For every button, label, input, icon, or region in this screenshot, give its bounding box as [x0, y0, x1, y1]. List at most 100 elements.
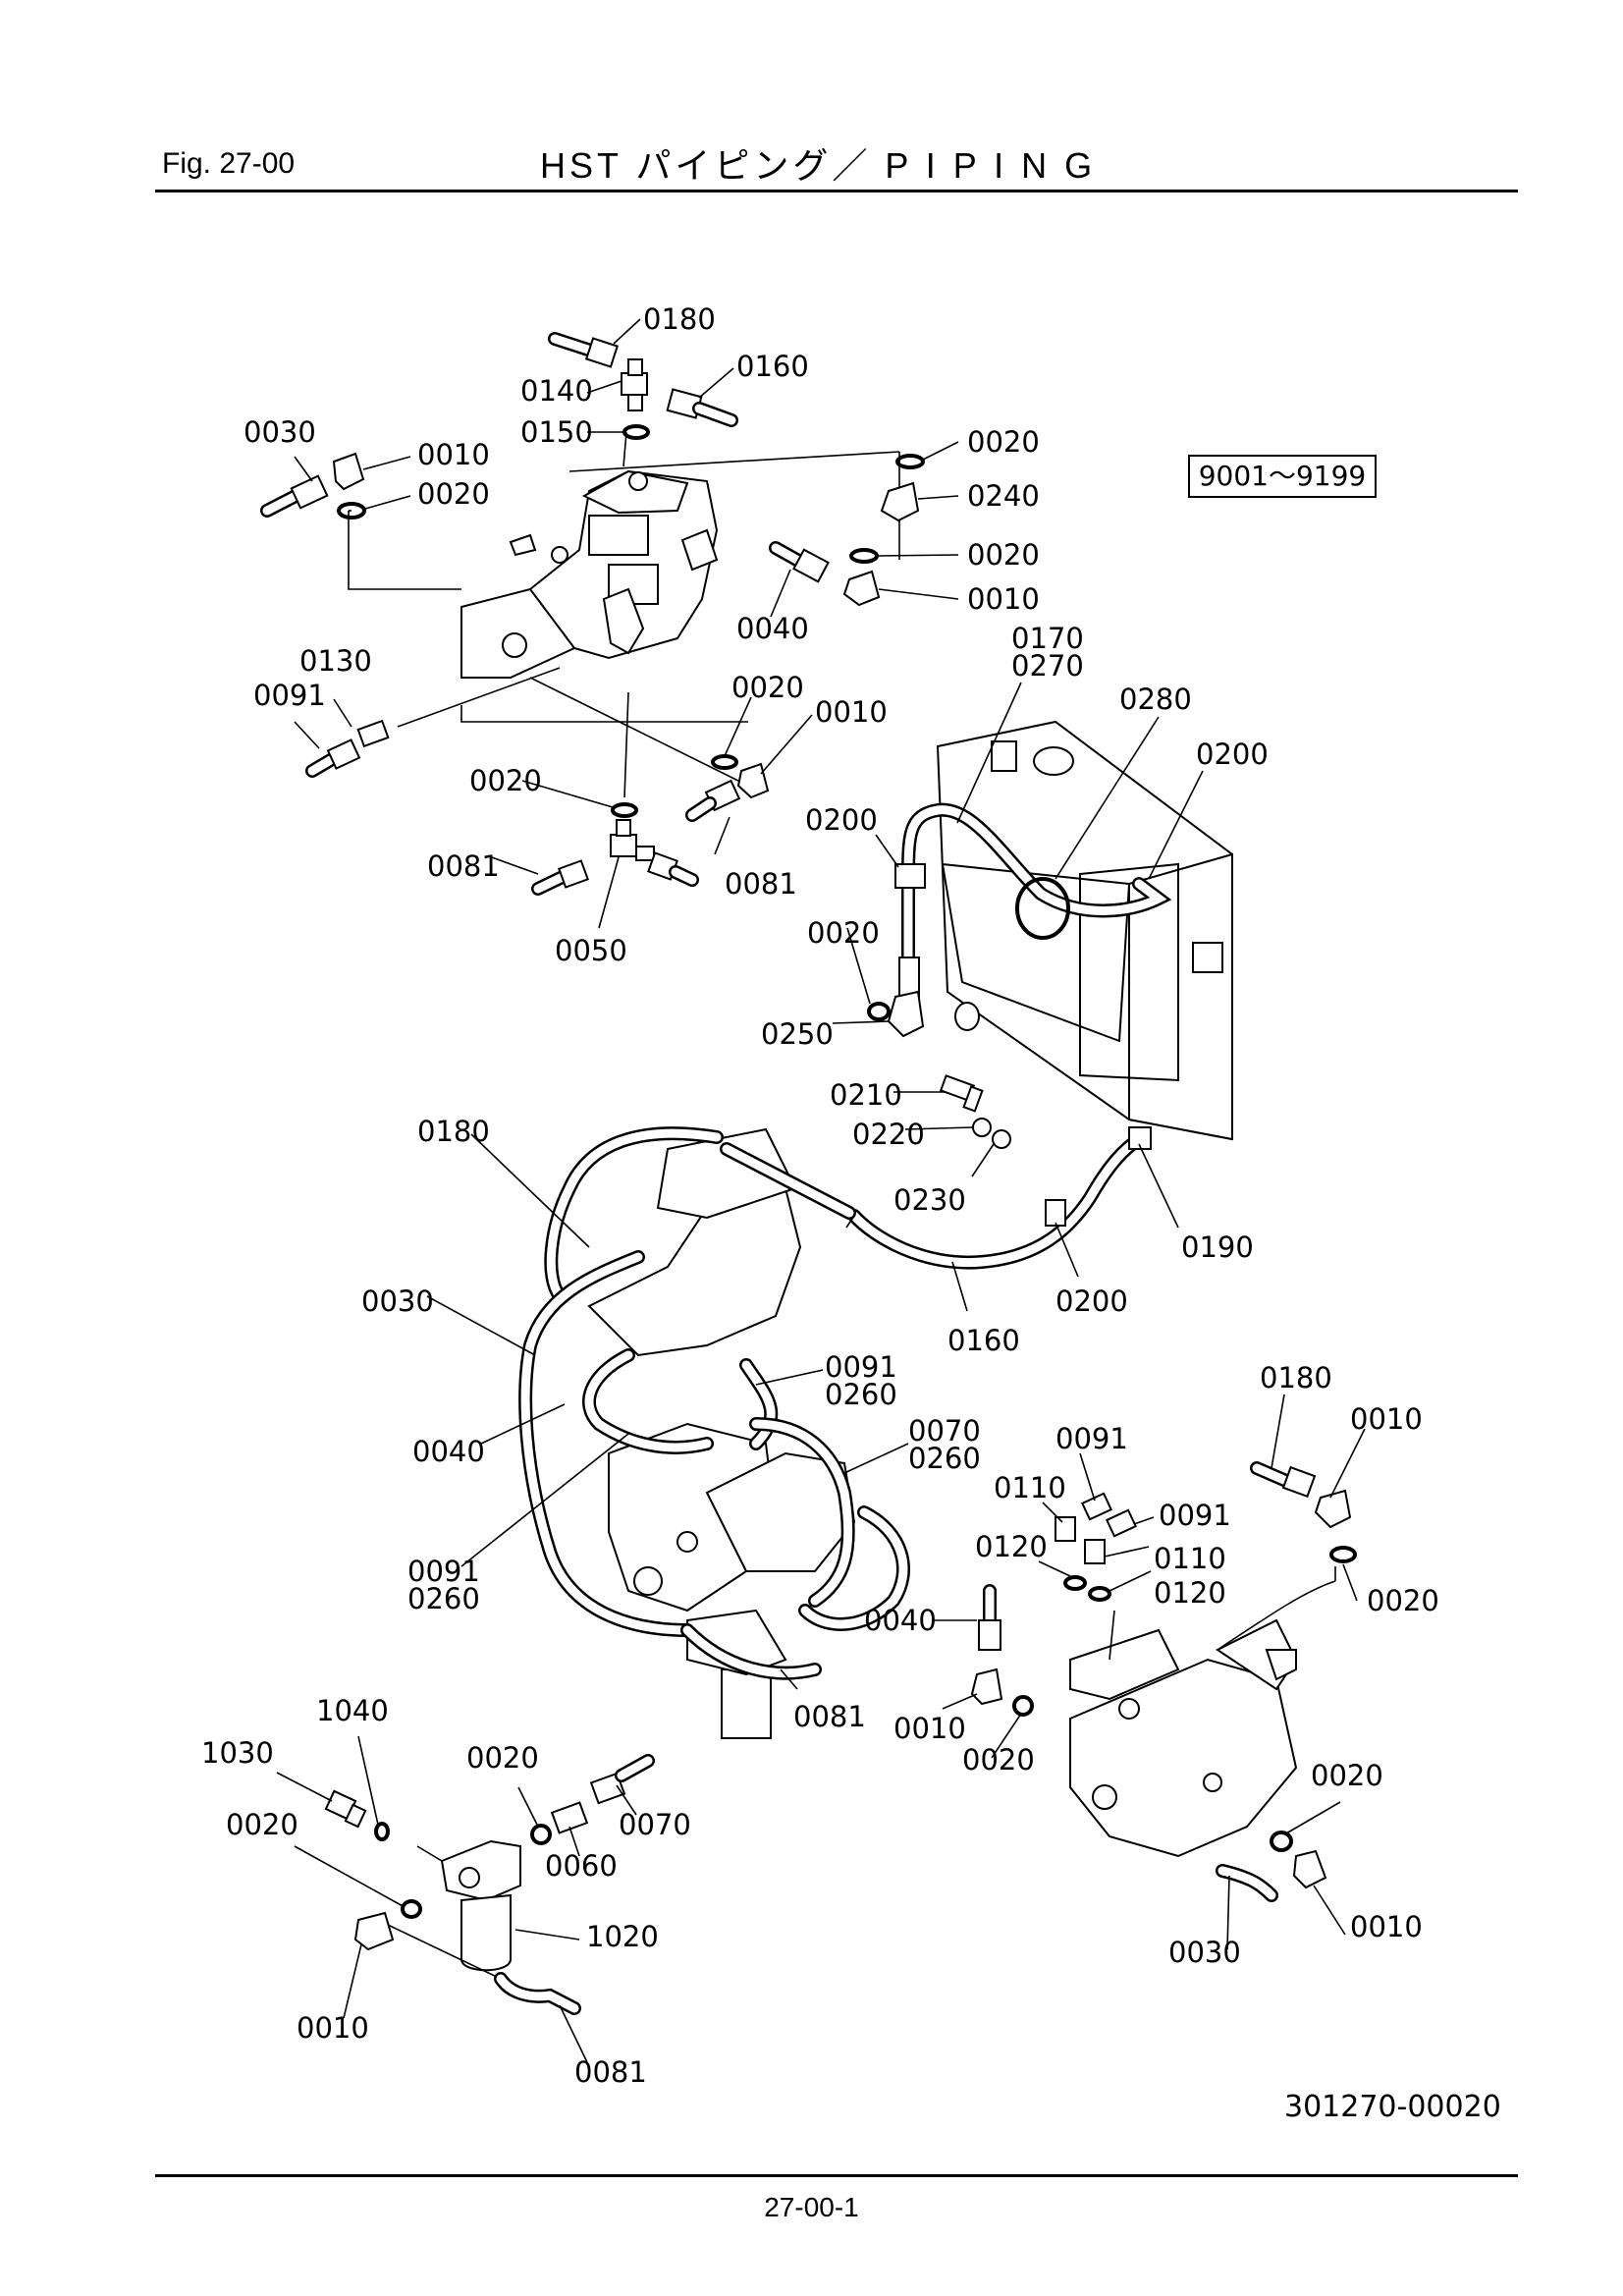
elbow-fitting-0010-upper-left: [332, 452, 365, 491]
hose-end-0030-lower: [1216, 1864, 1278, 1902]
leader-lines: [276, 318, 1366, 2063]
callout-0030: 0030: [1168, 1936, 1241, 1969]
callout-0180: 0180: [417, 1115, 490, 1148]
adapter-0110: [1055, 1516, 1106, 1564]
reference-line: [460, 705, 748, 723]
callout-0160: 0160: [736, 350, 809, 383]
clamp-0200: [1045, 1199, 1066, 1227]
callout-0260: 0260: [825, 1378, 897, 1411]
page-title: HST パイピング／ P I P I N G: [540, 145, 1097, 186]
callout-0190: 0190: [1181, 1230, 1254, 1264]
callout-0091: 0091: [1055, 1422, 1128, 1455]
hose-end-0270: [898, 957, 920, 998]
hose-end-0180-lower: [1250, 1461, 1317, 1499]
callout-0091: 0091: [253, 679, 326, 712]
callout-0020: 0020: [469, 764, 542, 797]
washer-1040: [374, 1822, 390, 1841]
o-ring-0020: [1329, 1546, 1357, 1563]
callout-0200: 0200: [1196, 738, 1269, 771]
adapter-0130: [356, 719, 390, 748]
callout-0140: 0140: [520, 374, 593, 408]
callout-0081: 0081: [574, 2055, 647, 2089]
callout-0180: 0180: [1260, 1361, 1332, 1394]
callout-0230: 0230: [893, 1183, 966, 1217]
hose-end-0160-upper: [666, 388, 738, 427]
figure-number: Fig. 27-00: [162, 147, 296, 180]
callout-0070: 0070: [908, 1414, 981, 1448]
callout-0030: 0030: [243, 415, 316, 449]
callout-0150: 0150: [520, 415, 593, 449]
callout-0010: 0010: [967, 582, 1040, 616]
hose-end-0190: [1128, 1126, 1152, 1150]
filter-1020: [440, 1839, 521, 1972]
washer-0220: [972, 1118, 992, 1137]
callout-0020: 0020: [807, 916, 880, 950]
callout-0091: 0091: [1159, 1499, 1231, 1532]
callout-1020: 1020: [586, 1920, 659, 1953]
callout-0020: 0020: [967, 425, 1040, 459]
callout-0200: 0200: [805, 803, 878, 837]
callout-1030: 1030: [201, 1736, 274, 1770]
part-callouts: 0180 0160 0140 0150 0030 0010 0020 0020 …: [201, 302, 1439, 2089]
page-number: 27-00-1: [764, 2192, 859, 2222]
bolt-1030: [324, 1789, 367, 1829]
callout-0120: 0120: [1154, 1576, 1226, 1610]
callout-0010: 0010: [815, 695, 888, 729]
callout-0030: 0030: [361, 1285, 434, 1318]
callout-0081: 0081: [725, 867, 797, 901]
hose-end-0081-lower: [494, 1972, 581, 2015]
hose-end-0180-upper: [548, 332, 620, 368]
o-ring-0120: [1063, 1575, 1087, 1591]
elbow-fitting-0010-mid: [736, 762, 770, 799]
callout-0060: 0060: [545, 1849, 618, 1883]
callout-0091: 0091: [825, 1350, 897, 1384]
hose-end-0040-upper: [769, 541, 830, 583]
reference-line: [348, 511, 461, 590]
hose-end-0091-lower: [1080, 1492, 1138, 1538]
callout-0240: 0240: [967, 479, 1040, 513]
o-ring-0020: [401, 1899, 422, 1919]
elbow-fitting-0010-lower-mid: [970, 1667, 1003, 1706]
header-rule: [155, 190, 1518, 192]
callout-0200: 0200: [1055, 1285, 1128, 1318]
callout-0020: 0020: [1367, 1584, 1439, 1617]
oil-cooler-radiator: [936, 720, 1233, 1141]
callout-0260: 0260: [908, 1442, 981, 1475]
hose-end-0030-upper: [260, 474, 329, 518]
callout-0170: 0170: [1011, 622, 1084, 655]
o-ring-0020: [337, 502, 366, 519]
elbow-fitting-0010-lower-right: [1314, 1489, 1352, 1529]
callout-0020: 0020: [466, 1741, 539, 1775]
callout-0010: 0010: [1350, 1402, 1423, 1436]
o-ring-0020: [711, 754, 738, 770]
callout-0081: 0081: [793, 1700, 866, 1733]
o-ring-0020: [611, 802, 638, 818]
elbow-fitting-0240: [880, 481, 920, 522]
adapter-0060: [550, 1801, 589, 1834]
callout-0020: 0020: [1311, 1759, 1383, 1792]
callout-0110: 0110: [994, 1471, 1066, 1504]
bolt-0210: [939, 1074, 984, 1113]
callout-0010: 0010: [1350, 1910, 1423, 1943]
control-valve-assembly: [460, 469, 719, 679]
callout-0020: 0020: [226, 1808, 298, 1841]
callout-0210: 0210: [830, 1078, 902, 1112]
callout-0020: 0020: [967, 538, 1040, 572]
o-ring-0020: [1270, 1831, 1293, 1852]
callout-0010: 0010: [893, 1712, 966, 1745]
elbow-fitting-0010-bottom-right: [1292, 1849, 1327, 1889]
hose-end-0091-upper: [305, 738, 361, 778]
o-ring-0020: [849, 548, 879, 564]
elbow-fitting-0250: [887, 990, 925, 1038]
callout-0110: 0110: [1154, 1542, 1226, 1575]
callout-0260: 0260: [407, 1582, 480, 1615]
o-ring-0020: [530, 1824, 552, 1845]
callout-0010: 0010: [417, 438, 490, 471]
callout-1040: 1040: [316, 1694, 389, 1727]
callout-0040: 0040: [864, 1604, 937, 1637]
tee-fitting-0050: [610, 819, 655, 861]
drawing-number: 301270-00020: [1284, 2090, 1501, 2124]
callout-0040: 0040: [412, 1435, 485, 1468]
washer-0230: [992, 1129, 1011, 1149]
